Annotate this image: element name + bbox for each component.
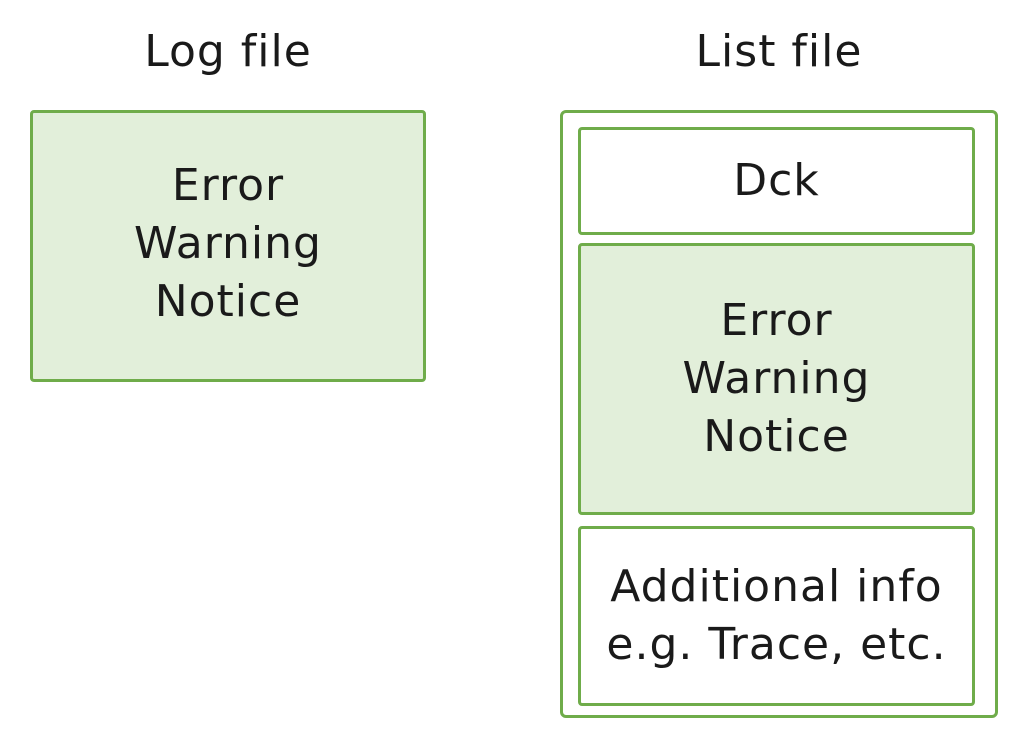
list-dck-section: Dck (578, 127, 975, 235)
list-error-label: Error (720, 295, 833, 346)
log-warning-label: Warning (134, 218, 322, 269)
log-file-box: Error Warning Notice (30, 110, 426, 382)
log-file-messages: Error Warning Notice (134, 157, 322, 331)
list-messages-section: Error Warning Notice (578, 243, 975, 515)
list-file-title: List file (695, 26, 863, 77)
list-notice-label: Notice (703, 411, 850, 462)
log-notice-label: Notice (154, 276, 302, 327)
trace-example-label: e.g. Trace, etc. (606, 619, 947, 670)
additional-info-text: Additional info e.g. Trace, etc. (606, 558, 946, 674)
additional-info-label: Additional info (610, 561, 943, 612)
list-warning-label: Warning (682, 353, 871, 404)
log-file-title: Log file (144, 26, 312, 77)
list-additional-info-section: Additional info e.g. Trace, etc. (578, 526, 975, 706)
dck-label: Dck (733, 155, 820, 206)
list-messages: Error Warning Notice (683, 292, 871, 466)
log-error-label: Error (171, 160, 285, 211)
